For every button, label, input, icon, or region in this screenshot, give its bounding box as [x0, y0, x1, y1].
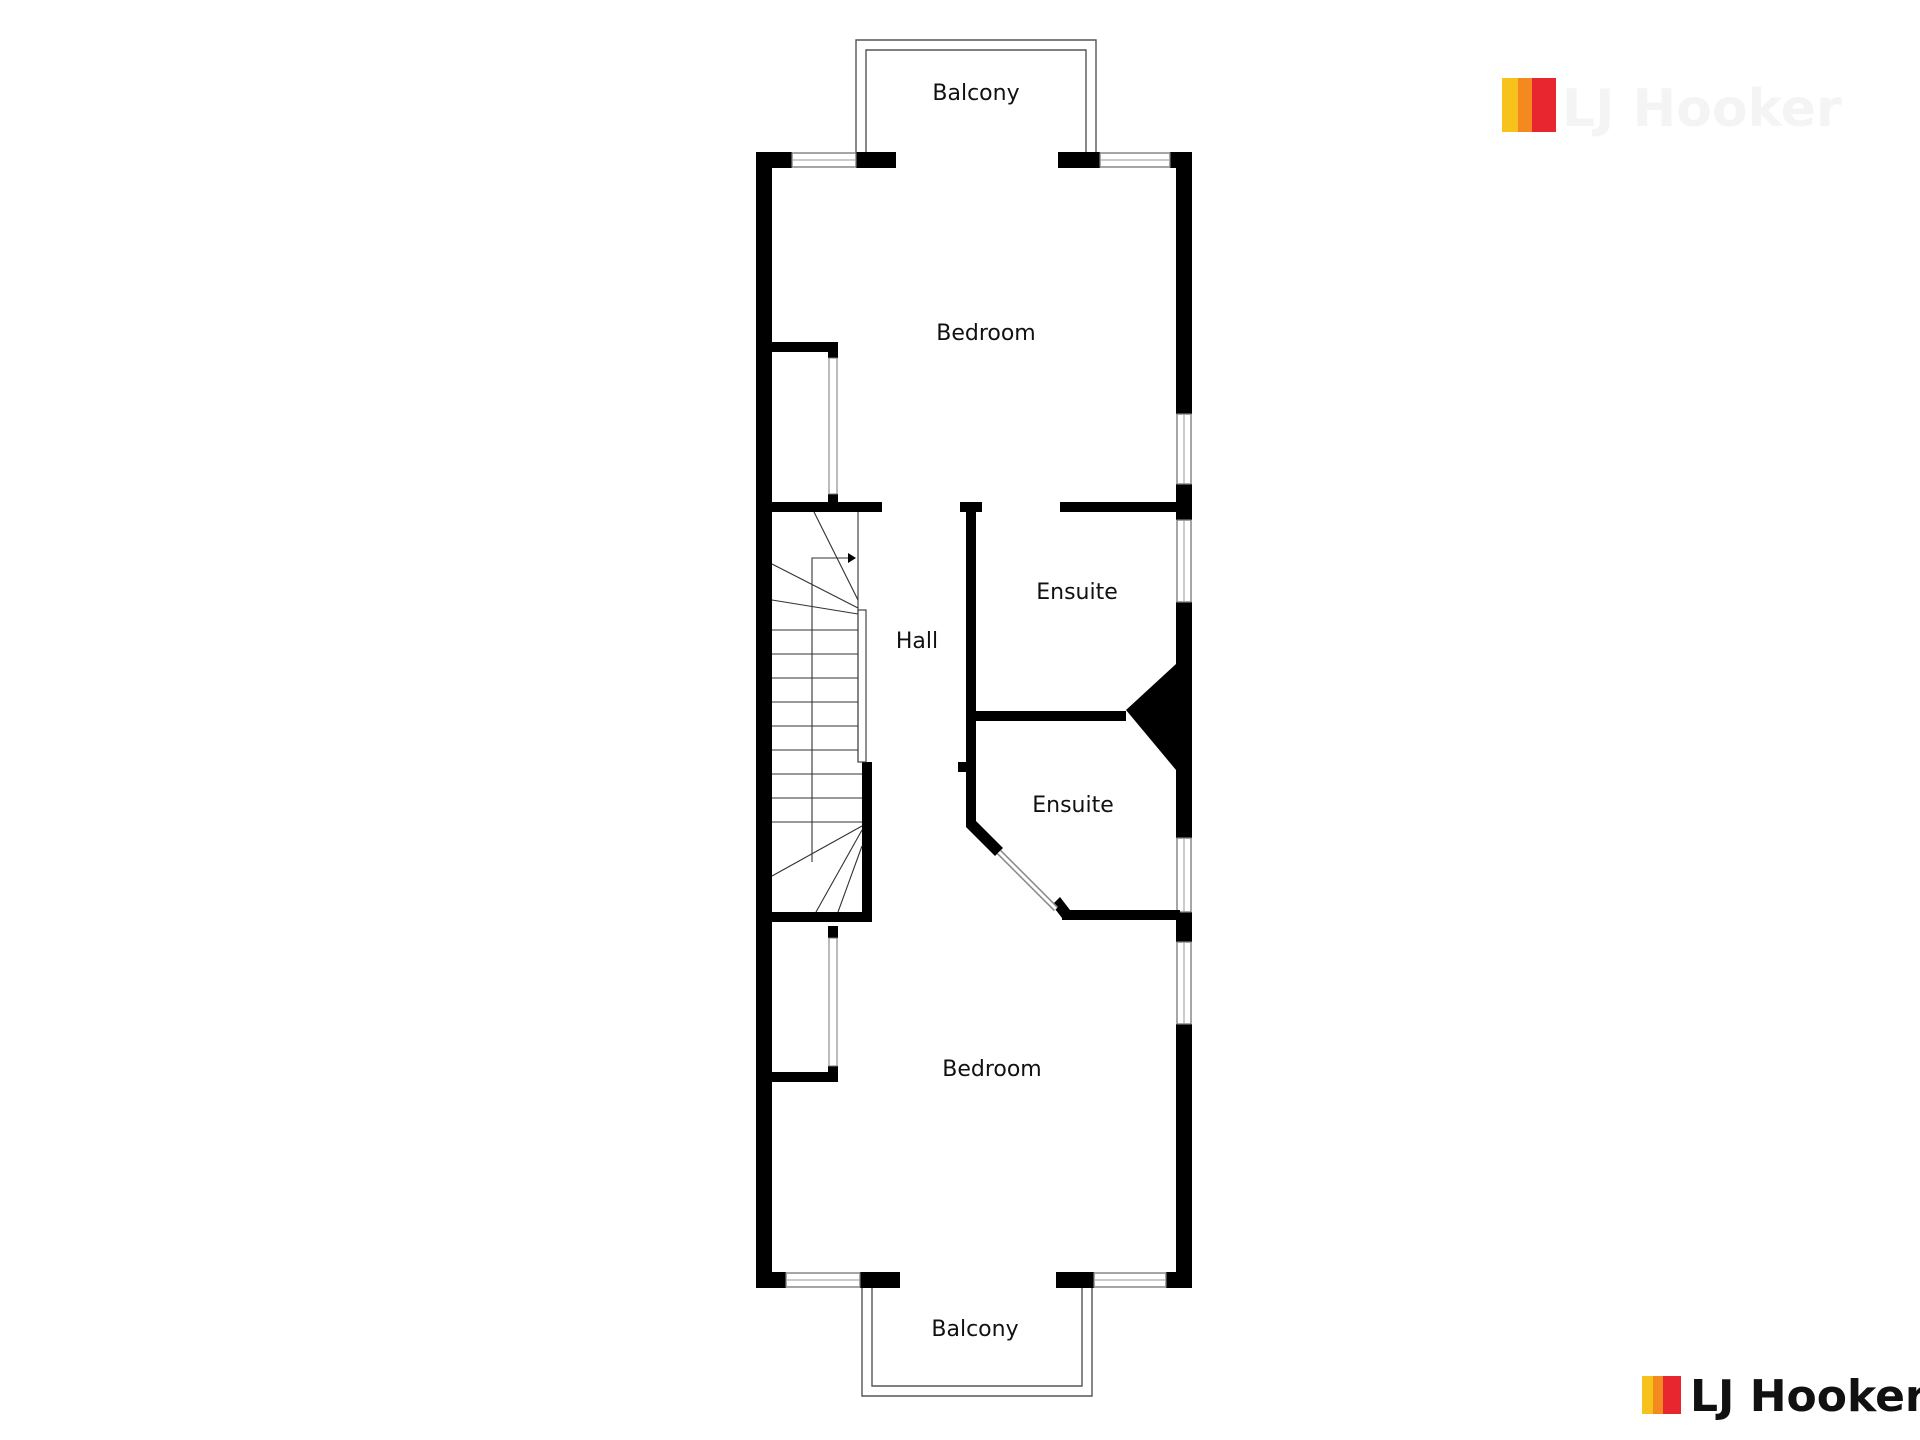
brand-name: LJ Hooker: [1690, 1371, 1920, 1422]
bottom-wall-seg: [756, 1272, 786, 1288]
ensuite-diagonal-wall: [966, 821, 1003, 856]
top-wall-seg: [856, 152, 896, 168]
balcony-bottom-inner-rail: [871, 1285, 1083, 1387]
right-wall-seg: [1176, 602, 1192, 838]
stair-winder: [815, 829, 863, 913]
stair-winder: [837, 845, 863, 913]
partition-wall: [772, 502, 882, 512]
closet-door: [828, 937, 838, 1067]
logo-bar-yellow: [1642, 1376, 1653, 1414]
closet-wall: [828, 494, 838, 504]
ensuite-door: [997, 850, 1058, 911]
logo-bar-orange: [1653, 1376, 1663, 1414]
stair-winder: [771, 599, 859, 615]
brand-logo: LJ Hooker: [1642, 1371, 1920, 1422]
closet-wall: [828, 342, 838, 358]
balcony-bottom: [861, 1285, 1093, 1397]
ensuite-upper-label: Ensuite: [1036, 580, 1118, 605]
closet-wall: [828, 926, 838, 938]
stair-wall: [862, 762, 872, 922]
watermark-bar-orange: [1518, 78, 1532, 132]
stair-winder: [813, 511, 859, 601]
balcony-top-label: Balcony: [932, 81, 1019, 106]
stair-handrail: [857, 609, 867, 763]
balcony-top-outer-rail: [855, 39, 1097, 155]
balcony-bottom-outer-rail: [861, 1285, 1093, 1397]
bottom-wall-seg: [860, 1272, 900, 1288]
balcony-bottom-label: Balcony: [931, 1317, 1018, 1342]
hall-label: Hall: [896, 629, 938, 654]
bedroom-bottom-label: Bedroom: [942, 1057, 1042, 1082]
ensuite-wall: [966, 502, 976, 724]
partition-wall: [1060, 502, 1180, 512]
logo-bar-red: [1663, 1376, 1681, 1414]
stair-winder: [771, 825, 863, 877]
duct: [1126, 664, 1176, 770]
interior-walls: [772, 342, 1180, 1082]
closet-wall: [772, 342, 838, 352]
right-wall-seg: [1176, 152, 1192, 414]
brand-watermark-text: LJ Hooker: [1562, 79, 1842, 139]
exterior-walls: [756, 152, 1192, 1288]
right-wall-seg: [1176, 1024, 1192, 1286]
watermark-bar-yellow: [1502, 78, 1518, 132]
top-wall-seg: [1170, 152, 1192, 168]
top-wall-seg: [756, 152, 792, 168]
ensuite-bottom-wall: [1062, 910, 1180, 920]
ensuite-wall: [966, 721, 976, 821]
closet-wall: [828, 1066, 838, 1082]
closet-wall: [772, 1072, 838, 1082]
bottom-wall-seg: [1166, 1272, 1192, 1288]
windows: [785, 152, 1192, 1288]
closet-door: [828, 357, 838, 495]
hall-post: [958, 762, 968, 772]
balcony-top-inner-rail: [865, 49, 1087, 155]
stair-winder: [771, 563, 859, 609]
watermark-bar-red: [1532, 78, 1556, 132]
balcony-top: [855, 39, 1097, 155]
stair-wall: [772, 912, 872, 922]
ensuite-lower-label: Ensuite: [1032, 793, 1114, 818]
top-wall-seg: [1058, 152, 1100, 168]
left-exterior-wall: [756, 152, 772, 1286]
bedroom-top-label: Bedroom: [936, 321, 1036, 346]
stair-walkline: [811, 557, 850, 862]
bottom-wall-seg: [1056, 1272, 1094, 1288]
ensuite-divider: [976, 711, 1126, 721]
stair-arrow-icon: [848, 553, 856, 563]
staircase: [771, 511, 867, 913]
brand-watermark: LJ Hooker: [1502, 78, 1842, 139]
